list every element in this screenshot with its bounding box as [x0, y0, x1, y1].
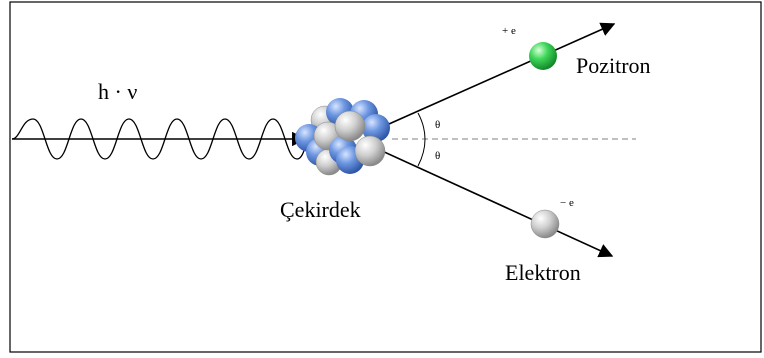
positron-charge-label: + e [502, 25, 516, 37]
proton [362, 114, 390, 142]
photon-energy-label: h · ν [98, 79, 137, 104]
positron-label: Pozitron [576, 53, 651, 78]
positron-track-arrow [379, 22, 616, 129]
angle-theta-bottom: θ [435, 150, 440, 162]
angle-arc [417, 112, 426, 167]
neutron [354, 135, 386, 167]
electron-label: Elektron [505, 260, 581, 285]
electron-track-arrow [379, 149, 614, 258]
positron-particle [529, 42, 557, 70]
electron-particle [530, 209, 560, 239]
nucleus [295, 98, 390, 176]
neutron [334, 110, 366, 142]
diagram-frame [9, 1, 762, 353]
electron-charge-label: − e [560, 197, 574, 209]
nucleus-label: Çekirdek [280, 197, 361, 222]
angle-theta-top: θ [435, 119, 440, 131]
